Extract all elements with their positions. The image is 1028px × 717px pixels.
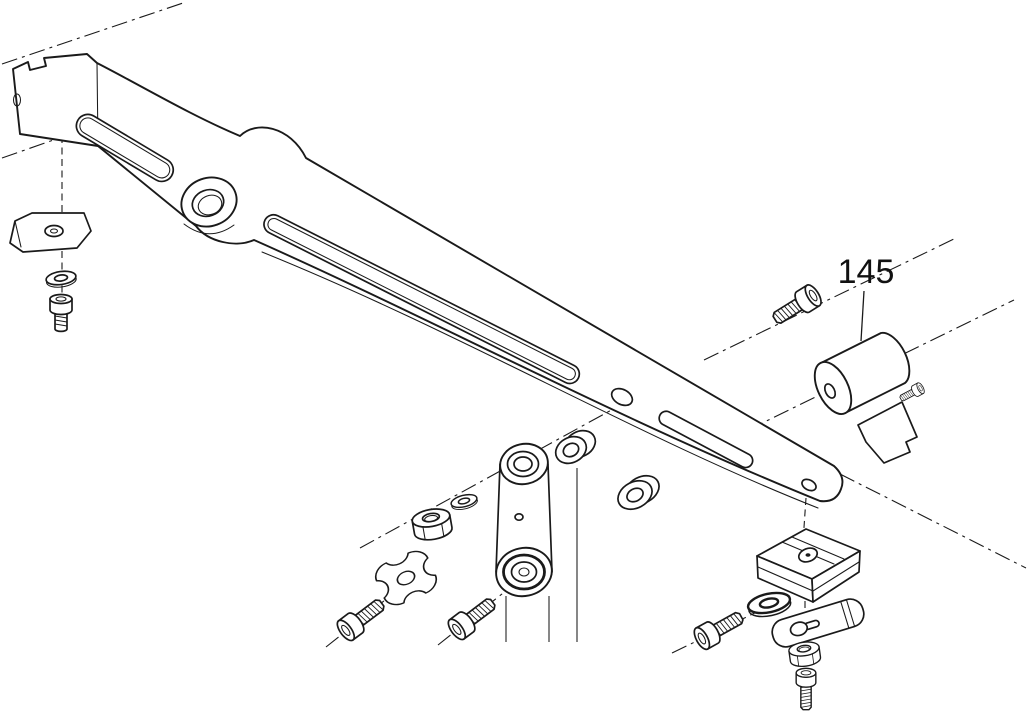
fork-end-hole [12,93,22,107]
clip-hole [44,224,64,238]
clip-hole-inner [49,228,59,234]
flat-washer [449,491,480,513]
flat-washer-large [745,588,794,622]
set-screw-head-top [49,293,73,305]
clamp-plate-hole [396,570,416,586]
set-screw-socket [55,296,67,302]
link-small-hole [514,512,524,522]
arm-pivot-hole [610,387,634,407]
spacer-ring [617,474,660,511]
set-screw [49,293,73,333]
spacer-bore [626,487,644,503]
strap-plate-hole [789,621,809,637]
bracket-seam [757,561,860,592]
socket-head-screw [333,592,390,645]
clamp-tab [857,401,918,464]
arm-slot-tip [658,410,754,469]
bracket-hole-dot [805,553,811,557]
arm-edge-thickness [261,251,819,509]
stud-screw [795,667,817,711]
socket-head-screw [767,281,826,331]
strap-plate-fold-lines [840,599,855,629]
arm-slot-long [263,213,581,385]
arm-slot-long-inner [267,217,576,381]
clamp-face-hole [823,383,837,399]
arm-outline [12,53,844,503]
clamp-plate [374,550,438,606]
retainer-clip [9,212,92,253]
bushing-bore [562,442,580,458]
arm-slot-upper [75,113,175,183]
arm-tip-hole [801,478,817,492]
callout-leader-line [860,290,865,342]
hub-base-arc [183,223,235,235]
hex-nut [409,505,455,544]
flanged-bushing [554,429,597,465]
center-line [359,401,627,549]
socket-head-screw [690,605,748,653]
part-callout-label: 145 [838,253,895,291]
pivot-hub-bore-inner [197,194,223,216]
clip-fold-line [14,220,22,248]
link-top-bore [513,456,533,472]
set-screw-threads [54,315,68,327]
center-line [839,473,1027,569]
socket-head-screw [444,591,501,644]
link-bearing-bore [518,567,530,577]
strap-plate [771,598,865,648]
flat-washer-small [44,268,78,290]
mounting-bracket [756,528,861,603]
center-line [703,237,957,361]
arm-assembly [12,53,844,509]
link-bearing-inner [510,561,538,583]
arm-slot-upper-inner [79,117,171,179]
center-line [1,1,187,65]
link [495,442,553,598]
shaft-clamp [813,331,918,464]
